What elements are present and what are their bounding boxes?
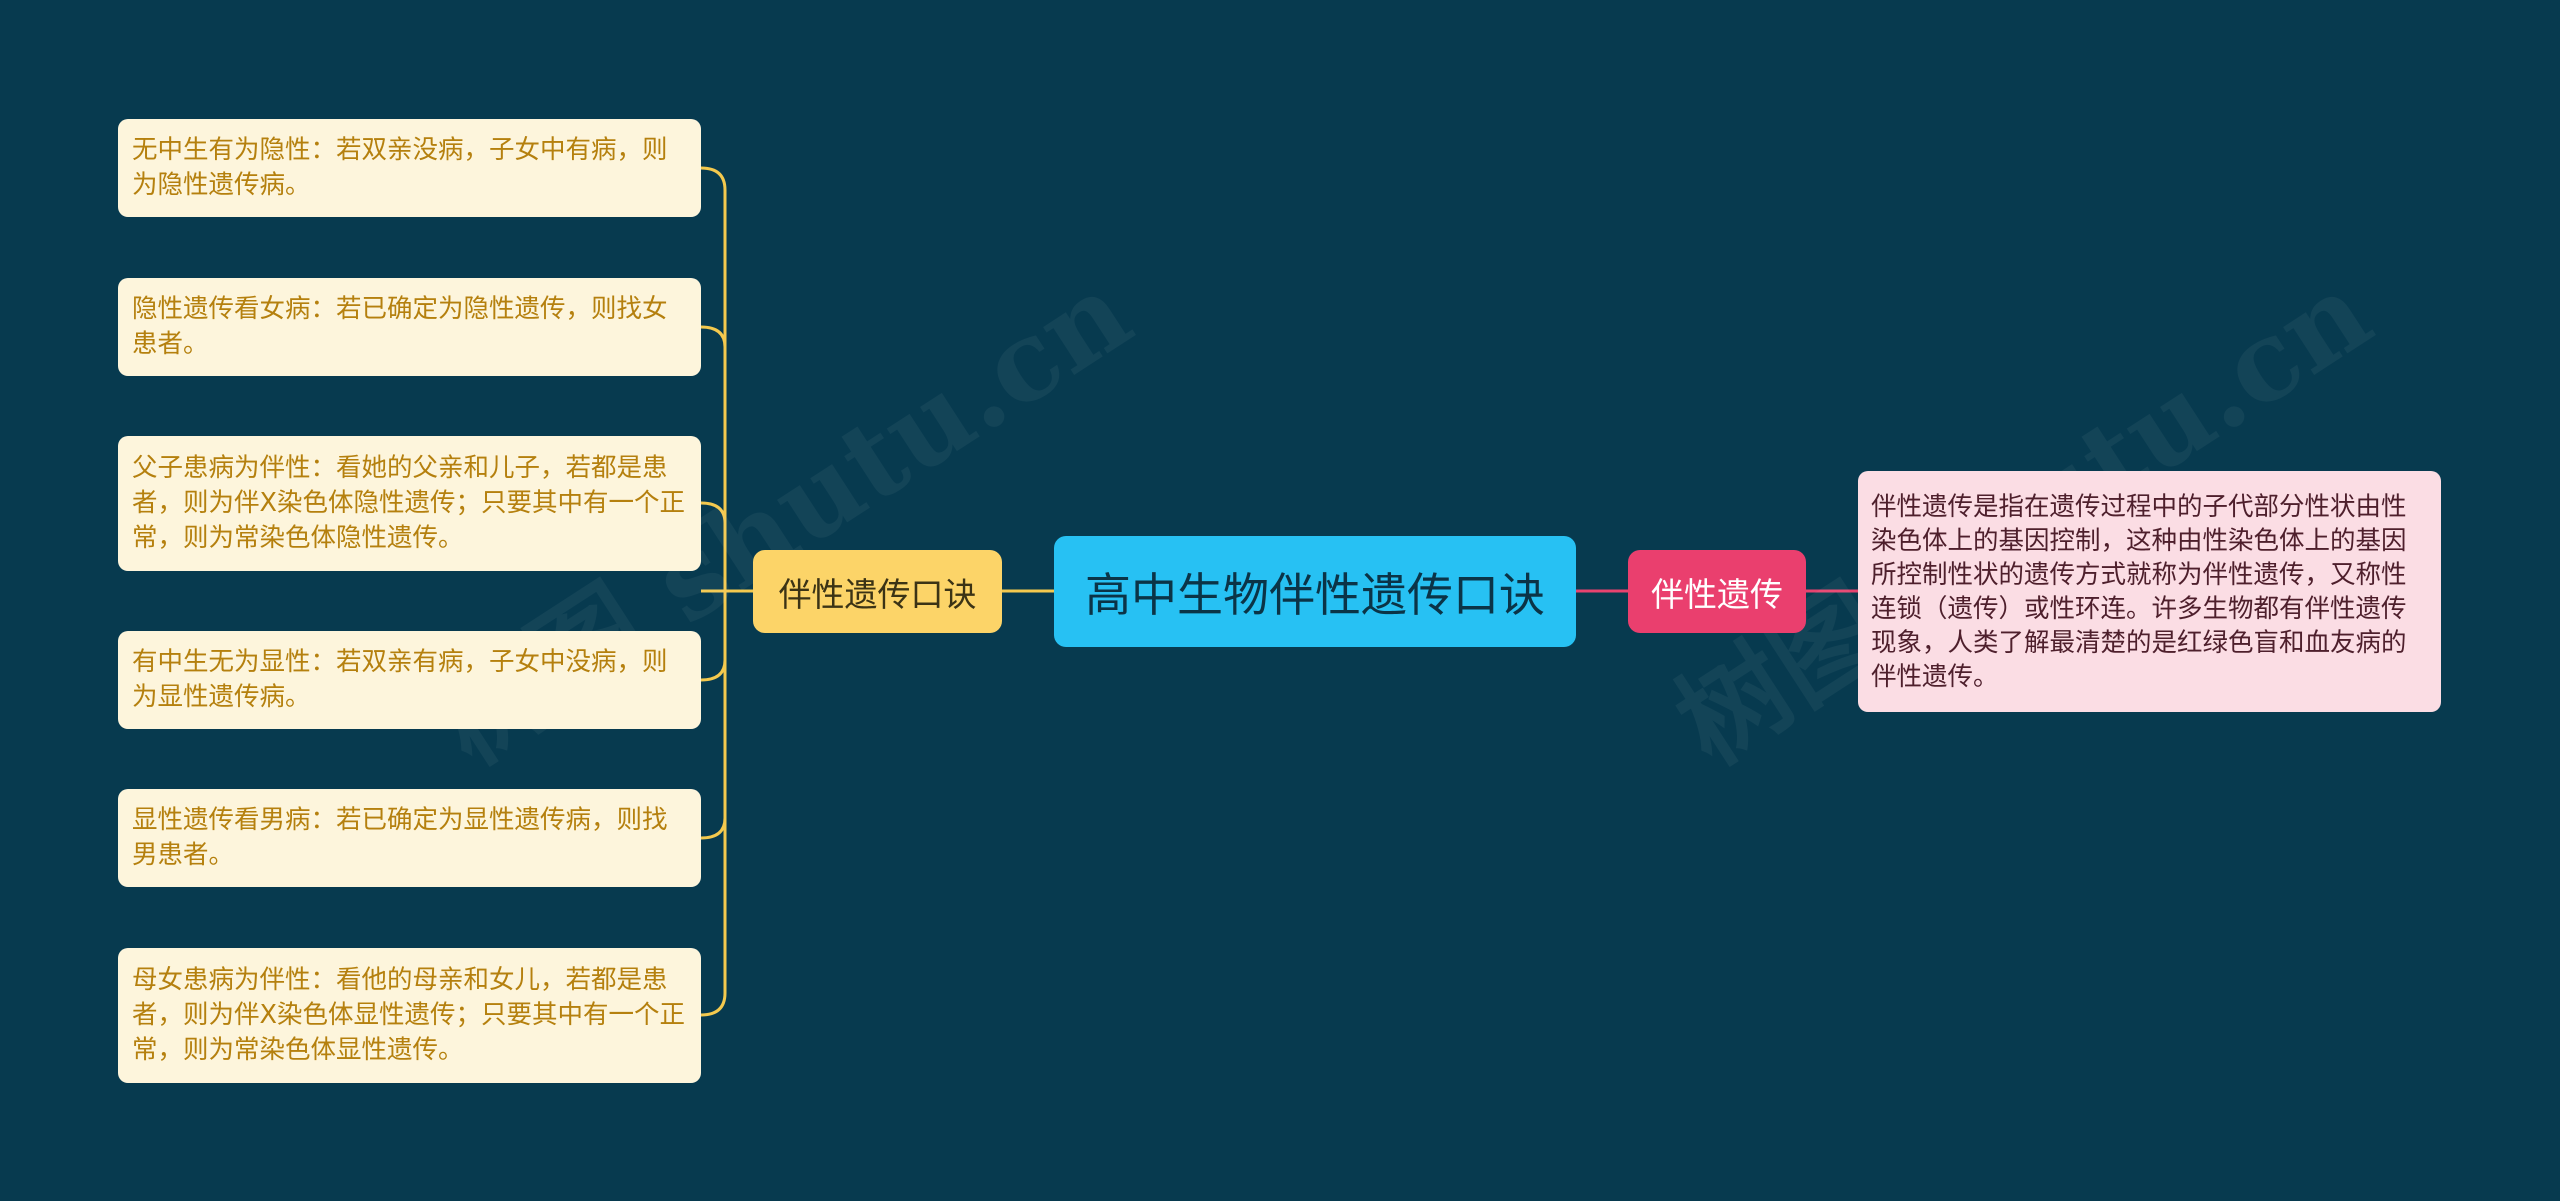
root-topic[interactable]: 高中生物伴性遗传口诀 <box>1054 536 1576 647</box>
leaf-item-5[interactable]: 显性遗传看男病：若已确定为显性遗传病，则找男患者。 <box>118 789 701 887</box>
leaf-item-label: 有中生无为显性：若双亲有病，子女中没病，则为显性遗传病。 <box>132 647 668 712</box>
root-topic-label: 高中生物伴性遗传口诀 <box>1085 567 1545 622</box>
leaf-item-label: 无中生有为隐性：若双亲没病，子女中有病，则为隐性遗传病。 <box>132 135 668 200</box>
connector-leaf-2 <box>700 325 727 348</box>
description-box[interactable]: 伴性遗传是指在遗传过程中的子代部分性状由性染色体上的基因控制，这种由性染色体上的… <box>1858 471 2441 712</box>
branch-topic-mnemonics[interactable]: 伴性遗传口诀 <box>753 550 1002 633</box>
leaf-item-2[interactable]: 隐性遗传看女病：若已确定为隐性遗传，则找女患者。 <box>118 278 701 376</box>
leaf-item-label: 隐性遗传看女病：若已确定为隐性遗传，则找女患者。 <box>132 294 668 359</box>
leaf-item-label: 显性遗传看男病：若已确定为显性遗传病，则找男患者。 <box>132 805 668 870</box>
leaf-item-6[interactable]: 母女患病为伴性：看他的母亲和女儿，若都是患者，则为伴X染色体显性遗传；只要其中有… <box>118 948 701 1083</box>
description-text: 伴性遗传是指在遗传过程中的子代部分性状由性染色体上的基因控制，这种由性染色体上的… <box>1871 491 2407 692</box>
leaf-item-label: 父子患病为伴性：看她的父亲和儿子，若都是患者，则为伴X染色体隐性遗传；只要其中有… <box>132 453 685 553</box>
branch-topic-sex-linked[interactable]: 伴性遗传 <box>1628 550 1806 633</box>
leaf-item-1[interactable]: 无中生有为隐性：若双亲没病，子女中有病，则为隐性遗传病。 <box>118 119 701 217</box>
connector-leaf-4 <box>700 659 727 682</box>
connector-leaf-3 <box>700 501 727 524</box>
branch-topic-sex-linked-label: 伴性遗传 <box>1651 574 1783 614</box>
leaf-item-3[interactable]: 父子患病为伴性：看她的父亲和儿子，若都是患者，则为伴X染色体隐性遗传；只要其中有… <box>118 436 701 571</box>
leaf-item-label: 母女患病为伴性：看他的母亲和女儿，若都是患者，则为伴X染色体显性遗传；只要其中有… <box>132 965 685 1065</box>
leaf-item-4[interactable]: 有中生无为显性：若双亲有病，子女中没病，则为显性遗传病。 <box>118 631 701 729</box>
connector-left-bracket <box>700 166 727 1017</box>
connector-leaf-5 <box>700 817 727 840</box>
branch-topic-mnemonics-label: 伴性遗传口诀 <box>778 574 977 614</box>
